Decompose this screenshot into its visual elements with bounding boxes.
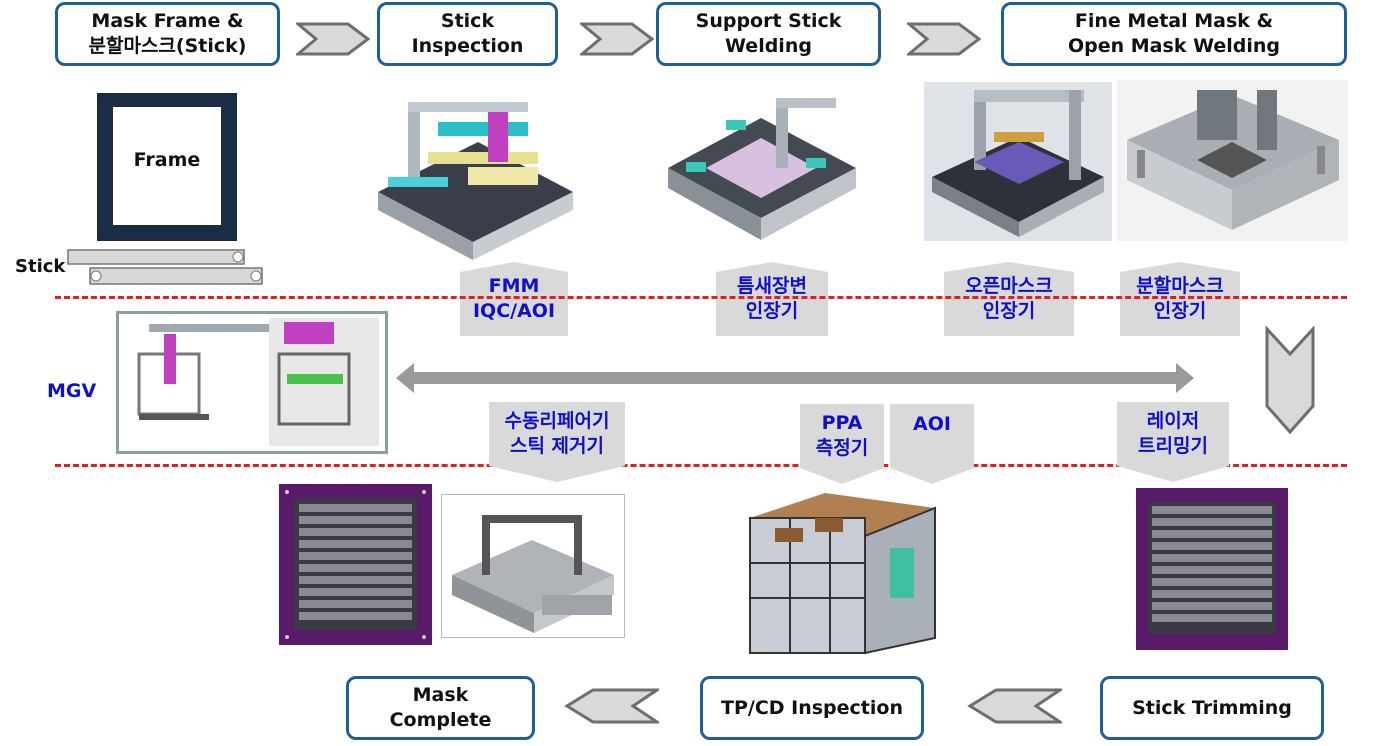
tag-ppa-measurement: PPA 측정기 [800,404,884,484]
tag-split-mask-tension-machine: 분할마스크 인장기 [1120,262,1240,336]
tag-fmm-iqc-aoi: FMM IQC/AOI [460,262,568,336]
dashed-divider-bottom [55,464,1347,467]
step-stick-inspection: Stick Inspection [377,2,558,66]
stick-label: Stick [15,256,66,277]
open-mask-welding-machine-image [924,82,1112,241]
tag-aoi: AOI [890,404,974,484]
mgv-label: MGV [47,380,97,402]
chevron-right-icon [907,22,981,56]
dashed-divider-top [55,296,1347,299]
step-tp-cd-inspection: TP/CD Inspection [700,676,924,740]
tag-open-mask-tension-machine: 오픈마스크 인장기 [944,262,1074,336]
split-mask-welding-machine-image [1117,80,1348,241]
chevron-right-icon [580,22,654,56]
step-fmm-open-mask-welding: Fine Metal Mask & Open Mask Welding [1001,2,1347,66]
chevron-down-icon [1265,326,1315,435]
chevron-right-icon [296,22,370,56]
step-mask-complete: Mask Complete [346,676,535,740]
step-stick-trimming: Stick Trimming [1100,676,1324,740]
support-stick-welding-machine-image [668,98,856,240]
frame-label: Frame [133,149,201,171]
mask-frame-image: Frame [97,93,237,241]
step-mask-frame: Mask Frame & 분할마스크(Stick) [55,2,280,66]
completed-mask-image [279,484,432,645]
stick-remover-machine-image [441,494,625,638]
tag-stick-remover: 수동리페어기 스틱 제거기 [489,402,625,482]
chevron-left-icon [564,688,659,724]
double-arrow-icon [396,363,1194,393]
tag-support-tension-machine: 틈새장변 인장기 [716,262,828,336]
trimmed-mask-image [1136,488,1288,650]
mgv-image [116,311,388,454]
chevron-left-icon [967,688,1062,724]
stick-image [67,249,263,285]
tag-laser-trimming: 레이저 트리밍기 [1117,402,1229,482]
tp-cd-inspection-machine-image [745,488,939,658]
step-support-stick-welding: Support Stick Welding [656,2,881,66]
stick-inspection-machine-image [378,102,573,260]
